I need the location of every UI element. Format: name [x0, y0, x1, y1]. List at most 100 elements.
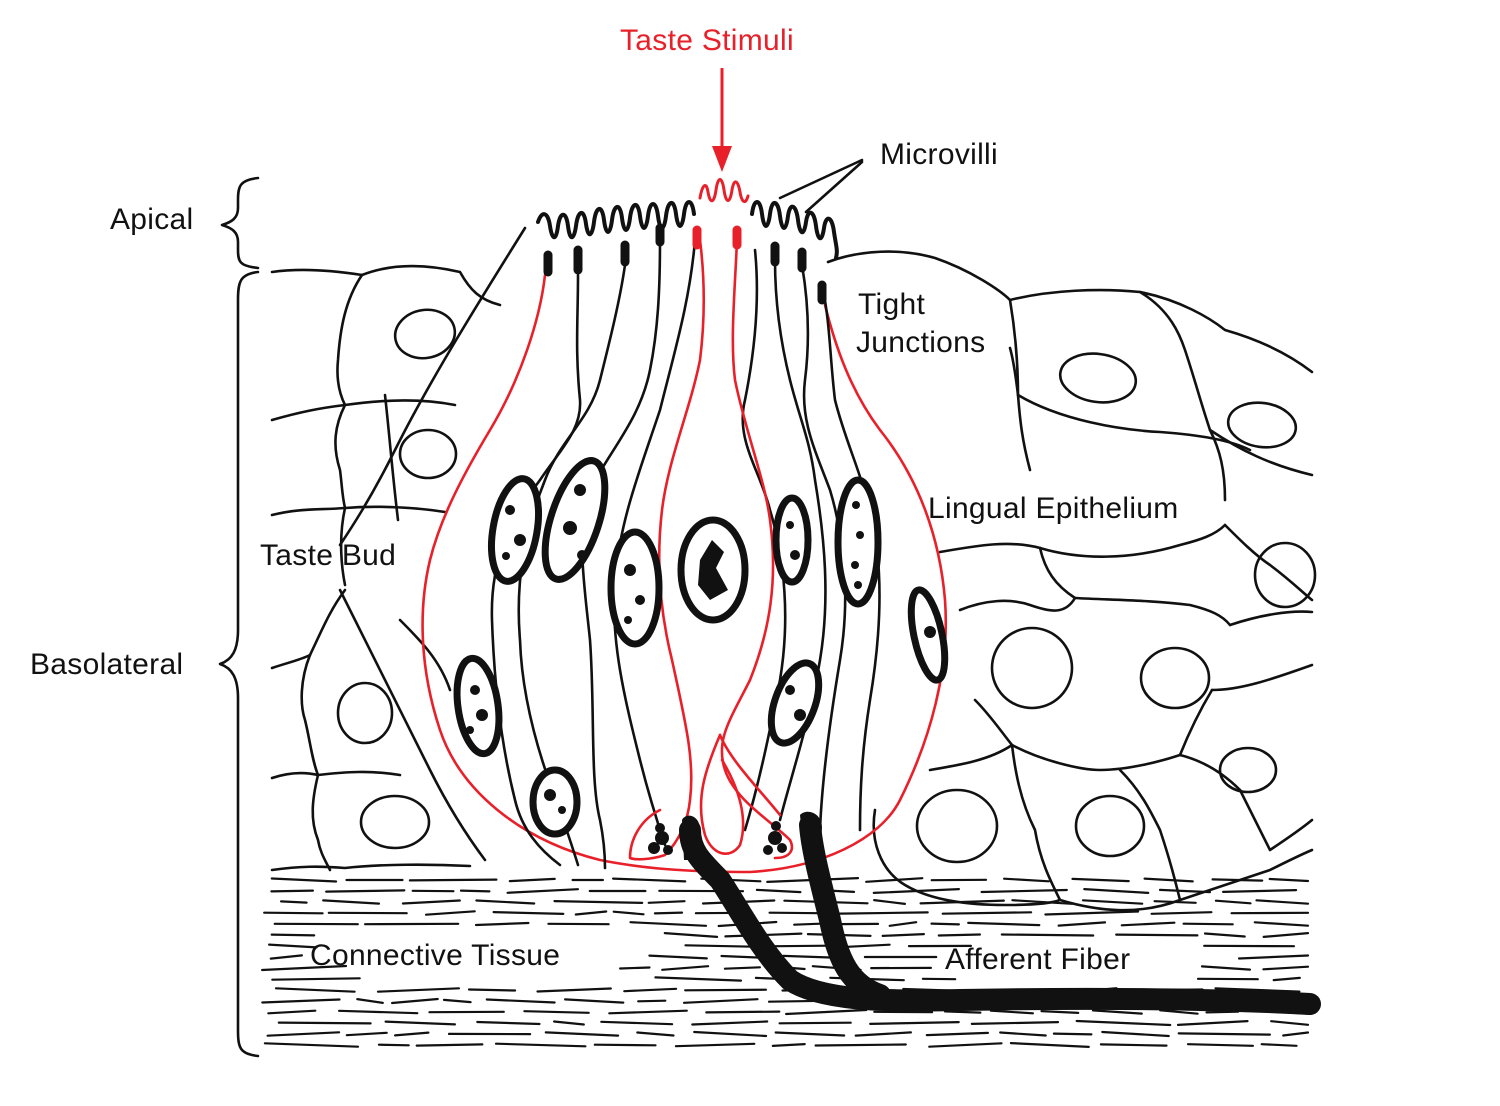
connective-fibre-stroke: [600, 1020, 674, 1026]
connective-fibre-stroke: [838, 911, 929, 915]
connective-fibre-stroke: [1115, 933, 1199, 937]
connective-fibre-stroke: [684, 944, 755, 948]
connective-fibre-stroke: [778, 1021, 852, 1025]
connective-fibre-stroke: [544, 1031, 620, 1037]
connective-fibre-stroke: [384, 1020, 456, 1026]
taste-bud-label: Taste Bud: [260, 539, 397, 572]
connective-fibre-stroke: [394, 1031, 430, 1037]
connective-fibre-stroke: [1253, 921, 1310, 927]
leader-lines: [338, 158, 1020, 862]
connective-fibre-stroke: [888, 921, 918, 927]
connective-fibre-stroke: [684, 988, 768, 992]
connective-fibre-stroke: [674, 1042, 756, 1048]
connective-fibre-stroke: [261, 998, 341, 1004]
connective-fibre-stroke: [970, 1020, 1060, 1026]
connective-fibre-stroke: [618, 966, 651, 970]
synaptic-vesicles: [648, 821, 787, 855]
connective-fibre-stroke: [636, 1031, 675, 1037]
connective-fibre-stroke: [755, 888, 802, 894]
connective-fibre-stroke: [494, 1042, 587, 1048]
connective-fibre-stroke: [263, 1042, 360, 1048]
connective-fibre-stroke: [277, 1021, 372, 1025]
connective-fibre-stroke: [928, 1042, 1003, 1048]
connective-fibre-stroke: [263, 911, 324, 915]
taste-stimuli-label: Taste Stimuli: [620, 24, 794, 57]
connective-fibre-stroke: [705, 1010, 781, 1014]
microvilli-red: [698, 178, 750, 203]
connective-fibre-stroke: [873, 898, 907, 906]
connective-fibre-stroke: [467, 988, 517, 992]
connective-fibre-stroke: [1260, 1043, 1298, 1047]
connective-fibre-stroke: [1186, 1043, 1255, 1047]
connective-fibre-stroke: [280, 900, 308, 904]
connective-fibre-stroke: [563, 998, 625, 1004]
connective-fibre-stroke: [1044, 910, 1140, 916]
connective-fibre-stroke: [647, 900, 686, 904]
connective-fibre-stroke: [1011, 899, 1074, 905]
afferent-nerve-fibers: [679, 811, 1321, 1015]
connective-fibre-stroke: [869, 1020, 960, 1026]
connective-fibre-stroke: [506, 888, 580, 894]
connective-fibre-stroke: [937, 933, 982, 937]
connective-fibre-stroke: [1270, 1020, 1310, 1026]
connective-fibre-stroke: [268, 943, 318, 949]
connective-fibre-stroke: [492, 910, 565, 916]
connective-fibre-stroke: [271, 977, 361, 981]
connective-fibre-stroke: [270, 933, 316, 937]
apical-label: Apical: [110, 203, 194, 236]
connective-fibre-stroke: [854, 1031, 913, 1037]
microvilli-label: Microvilli: [880, 138, 998, 171]
tight-junctions-label-line1: Tight: [858, 288, 926, 321]
connective-fibre-stroke: [1040, 1009, 1080, 1015]
connective-fibre-stroke: [693, 1030, 768, 1038]
connective-fibre-stroke: [629, 921, 708, 927]
connective-fibre-stroke: [508, 877, 556, 883]
basolateral-label: Basolateral: [30, 648, 184, 681]
connective-fibre-stroke: [1101, 1030, 1170, 1038]
connective-fibre-stroke: [941, 911, 1033, 915]
connective-fibre-stroke: [881, 932, 926, 938]
connective-fibre-stroke: [653, 911, 684, 915]
connective-fibre-stroke: [270, 877, 338, 883]
connective-fibre-stroke: [377, 1043, 410, 1047]
connective-fibre-stroke: [980, 888, 1068, 894]
tight-junctions-label-line2: Junctions: [856, 326, 986, 359]
connective-fibre-stroke: [1159, 1009, 1199, 1015]
connective-fibre-stroke: [325, 889, 406, 893]
connective-fibre-stroke: [1282, 1031, 1310, 1037]
connective-fibre-stroke: [485, 998, 556, 1004]
connective-fibre-stroke: [338, 1009, 419, 1015]
connective-fibre-stroke: [1057, 921, 1107, 927]
connective-fibre-stroke: [925, 1031, 990, 1037]
connective-fibre-stroke: [682, 998, 759, 1004]
connective-fibre-stroke: [574, 910, 608, 916]
connective-fibre-stroke: [1262, 931, 1310, 939]
connective-fibre-stroke: [1214, 987, 1301, 993]
taste-stimuli-arrow: [712, 68, 732, 172]
connective-fibre-stroke: [322, 899, 381, 905]
connective-fibre-stroke: [552, 1020, 585, 1026]
connective-fibre-stroke: [691, 1020, 769, 1026]
connective-fibre-stroke: [763, 944, 831, 948]
connective-fibre-stroke: [536, 987, 612, 993]
connective-fibre-stroke: [1000, 933, 1095, 937]
connective-fibre-stroke: [814, 1043, 907, 1047]
connective-fibre-stroke: [1262, 965, 1310, 971]
connective-fibre-stroke: [1099, 1043, 1168, 1047]
connective-fibre-stroke: [442, 998, 472, 1004]
connective-fibre-stroke: [1052, 1032, 1093, 1036]
connective-fibre-stroke: [771, 1042, 806, 1048]
connective-fibre-stroke: [1268, 877, 1310, 883]
connective-fibre-stroke: [424, 910, 476, 916]
nucleus-chromatin: [466, 484, 936, 814]
connective-fibre-stroke: [269, 954, 303, 960]
connective-fibre-stroke: [663, 931, 719, 939]
afferent-fiber-label: Afferent Fiber: [945, 943, 1131, 976]
connective-fibre-stroke: [266, 1031, 341, 1037]
connective-fibre-stroke: [1009, 1041, 1090, 1049]
connective-fibre-stroke: [1177, 1032, 1272, 1036]
connective-fibre-stroke: [270, 889, 314, 893]
lingual-epithelium-label: Lingual Epithelium: [928, 492, 1179, 525]
connective-fibre-stroke: [1272, 976, 1301, 982]
connective-fibre-stroke: [345, 1031, 388, 1037]
